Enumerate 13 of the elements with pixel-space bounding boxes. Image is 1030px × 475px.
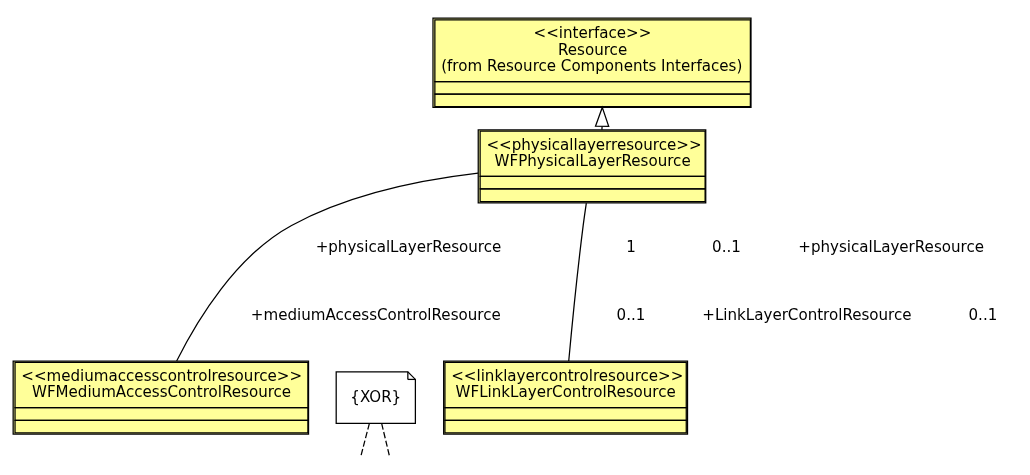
label: 1	[626, 237, 636, 256]
connector	[176, 172, 479, 362]
label: +physicalLayerResource	[798, 237, 984, 256]
label: +physicalLayerResource	[315, 237, 502, 256]
arrow	[594, 105, 610, 130]
label: 0..1	[712, 237, 741, 256]
connector	[381, 422, 391, 457]
connector	[568, 201, 587, 362]
connector	[360, 422, 370, 457]
label: 0..1	[968, 305, 998, 324]
label: +LinkLayerControlResource	[702, 305, 912, 324]
label: 0..1	[616, 305, 646, 324]
label: +mediumAccessControlResource	[250, 305, 501, 324]
